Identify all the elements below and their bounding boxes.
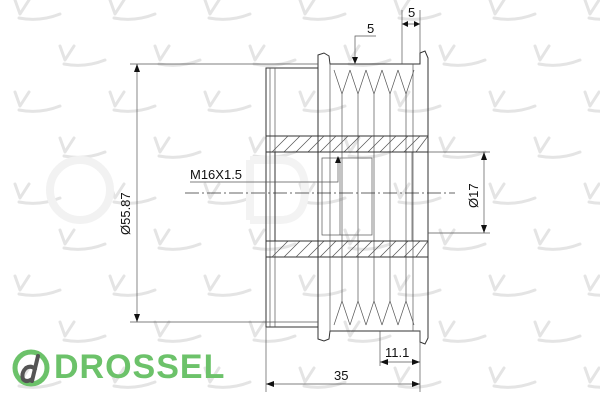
watermark-mark bbox=[583, 366, 600, 389]
watermark-mark bbox=[438, 44, 487, 67]
watermark-mark bbox=[58, 320, 107, 343]
hatch-line bbox=[319, 240, 337, 258]
watermark-mark bbox=[248, 320, 297, 343]
watermark-mark bbox=[298, 90, 347, 113]
watermark-mark bbox=[438, 320, 487, 343]
watermark-mark bbox=[343, 320, 392, 343]
watermark-mark bbox=[153, 136, 202, 159]
groove-pitch-label: 5 bbox=[367, 21, 374, 36]
watermark-mark bbox=[203, 90, 252, 113]
hatch-line bbox=[415, 135, 429, 153]
watermark-mark bbox=[583, 0, 600, 21]
hatch-line bbox=[295, 240, 313, 258]
hatch-line bbox=[403, 135, 421, 153]
hatch-line bbox=[283, 240, 301, 258]
watermark-mark bbox=[203, 274, 252, 297]
hatch-line bbox=[283, 135, 301, 153]
watermark-mark bbox=[533, 44, 582, 67]
watermark-mark bbox=[583, 182, 600, 205]
hatch-line bbox=[403, 240, 421, 258]
watermark-mark bbox=[58, 228, 107, 251]
watermark-mark bbox=[108, 366, 157, 389]
hatch-line bbox=[391, 135, 409, 153]
watermark-mark bbox=[108, 90, 157, 113]
watermark-mark bbox=[58, 136, 107, 159]
watermark-mark bbox=[393, 90, 442, 113]
hatch-line bbox=[271, 240, 289, 258]
watermark-mark bbox=[533, 136, 582, 159]
watermark-mark bbox=[488, 182, 537, 205]
watermark-mark bbox=[488, 90, 537, 113]
drossel-logo-text: DROSSEL bbox=[54, 348, 226, 386]
watermark-mark bbox=[248, 228, 297, 251]
watermark-mark bbox=[488, 274, 537, 297]
valeo-watermark bbox=[13, 0, 600, 389]
watermark-mark bbox=[533, 320, 582, 343]
watermark-mark bbox=[438, 228, 487, 251]
watermark-mark bbox=[488, 366, 537, 389]
drossel-watermark bbox=[46, 156, 310, 224]
watermark-mark bbox=[13, 182, 62, 205]
watermark-mark bbox=[203, 182, 252, 205]
watermark-mark bbox=[393, 274, 442, 297]
watermark-mark bbox=[13, 90, 62, 113]
hatch-line bbox=[379, 240, 397, 258]
hatch-line bbox=[367, 240, 385, 258]
watermark-mark bbox=[488, 0, 537, 21]
hatch-line bbox=[355, 135, 373, 153]
hatch-line bbox=[379, 135, 397, 153]
watermark-mark bbox=[248, 44, 297, 67]
hatch-line bbox=[355, 240, 373, 258]
hatch-line bbox=[319, 135, 337, 153]
hatch-line bbox=[343, 135, 361, 153]
watermark-mark bbox=[393, 182, 442, 205]
watermark-mark bbox=[153, 320, 202, 343]
watermark-mark bbox=[108, 274, 157, 297]
hatch-line bbox=[331, 135, 349, 153]
watermark-mark bbox=[58, 44, 107, 67]
dimension-lines bbox=[134, 21, 487, 387]
outer-diameter-label: Ø55.87 bbox=[118, 192, 133, 235]
watermark-mark bbox=[298, 366, 347, 389]
flange-width-label: 5 bbox=[408, 5, 415, 20]
bore-diameter-label: Ø17 bbox=[466, 183, 481, 208]
watermark-mark bbox=[343, 44, 392, 67]
hatch-line bbox=[307, 240, 325, 258]
watermark-mark bbox=[583, 274, 600, 297]
watermark-mark bbox=[298, 274, 347, 297]
thread-label: M16X1.5 bbox=[190, 167, 242, 182]
hatch-line bbox=[331, 240, 349, 258]
hatch-line bbox=[271, 135, 289, 153]
watermark-mark bbox=[108, 0, 157, 21]
watermark-mark bbox=[203, 0, 252, 21]
hatch-line bbox=[343, 240, 361, 258]
watermark-mark bbox=[153, 228, 202, 251]
drossel-logo: DROSSEL bbox=[12, 348, 225, 387]
total-length-label: 35 bbox=[334, 368, 348, 383]
watermark-mark bbox=[203, 366, 252, 389]
watermark-mark bbox=[438, 136, 487, 159]
watermark-mark bbox=[153, 44, 202, 67]
watermark-mark bbox=[583, 90, 600, 113]
groove-section-width-label: 11.1 bbox=[385, 345, 409, 360]
hatch-line bbox=[415, 240, 429, 258]
watermark-mark bbox=[13, 274, 62, 297]
watermark-mark bbox=[298, 0, 347, 21]
hatch-line bbox=[367, 135, 385, 153]
hatch-line bbox=[307, 135, 325, 153]
watermark-mark bbox=[13, 0, 62, 21]
watermark-mark bbox=[343, 228, 392, 251]
hatch-line bbox=[295, 135, 313, 153]
pulley-body bbox=[130, 10, 490, 392]
watermark-mark bbox=[533, 228, 582, 251]
drossel-logo-icon bbox=[12, 349, 50, 386]
hatch-line bbox=[391, 240, 409, 258]
